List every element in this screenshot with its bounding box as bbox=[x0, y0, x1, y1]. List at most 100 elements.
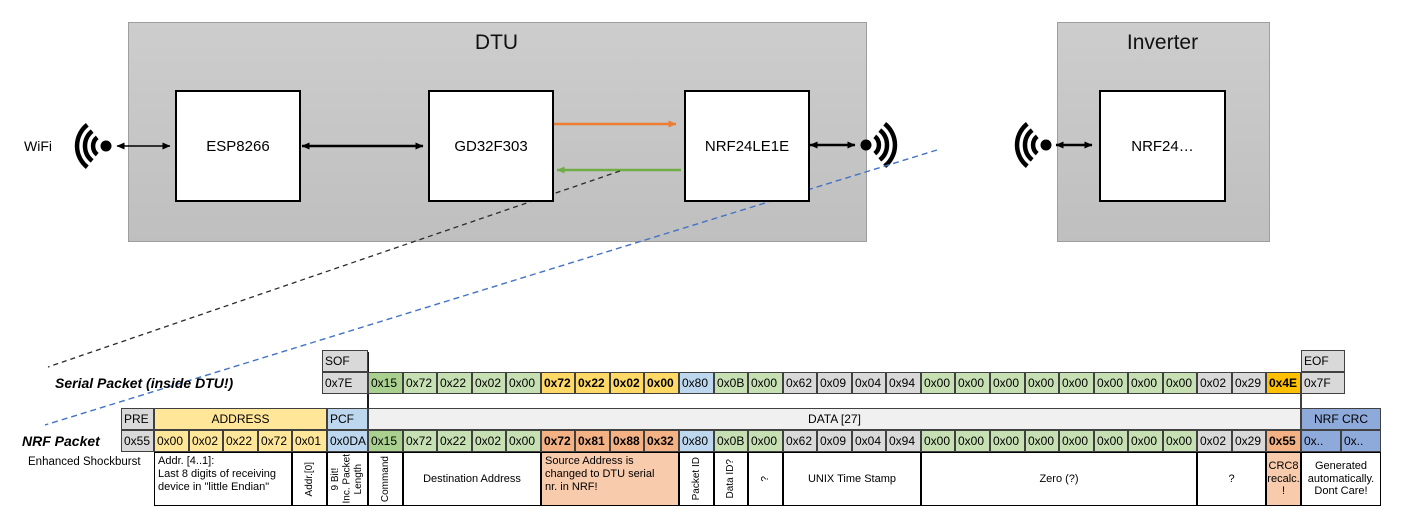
nrf-byte-cell: 0x00 bbox=[506, 430, 541, 452]
antenna-icon-inverter bbox=[1014, 122, 1052, 168]
nrf-byte-cell: 0x32 bbox=[644, 430, 679, 452]
serial-byte-cell: 0x4E bbox=[1266, 372, 1301, 394]
nrf-byte-cell: 0x22 bbox=[437, 430, 472, 452]
nrf-byte-cell: 0x80 bbox=[679, 430, 714, 452]
nrf-pcf-byte: 0x0DA bbox=[327, 430, 368, 452]
nrf-byte-cell: 0x81 bbox=[575, 430, 610, 452]
annotation-cell: ? bbox=[1197, 452, 1266, 506]
annotation-cell: Source Address is changed to DTU serial … bbox=[541, 452, 679, 506]
nrf-address-byte: 0x02 bbox=[189, 430, 223, 452]
serial-byte-cell: 0x22 bbox=[575, 372, 610, 394]
address-header: ADDRESS bbox=[154, 408, 327, 430]
nrf-byte-cell: 0x94 bbox=[886, 430, 921, 452]
serial-byte-cell: 0x00 bbox=[1059, 372, 1094, 394]
pcf-header: PCF bbox=[327, 408, 368, 430]
nrf-byte-cell: 0x72 bbox=[541, 430, 575, 452]
serial-byte-cell: 0x00 bbox=[1025, 372, 1059, 394]
nrf-byte-cell: 0x00 bbox=[955, 430, 990, 452]
annotation-cell: Addr.[0] bbox=[292, 452, 327, 506]
annotation-cell: Zero (?) bbox=[921, 452, 1197, 506]
component-nrf24-inverter: NRF24… bbox=[1099, 90, 1226, 202]
nrf-address-byte: 0x00 bbox=[154, 430, 189, 452]
nrf-byte-cell: 0x88 bbox=[610, 430, 644, 452]
nrf-byte-cell: 0x00 bbox=[1025, 430, 1059, 452]
nrf-byte-cell: 0x02 bbox=[1197, 430, 1232, 452]
serial-packet-label: Serial Packet (inside DTU!) bbox=[55, 375, 234, 391]
annotation-cell: Packet ID bbox=[679, 452, 714, 506]
nrf-byte-cell: 0x29 bbox=[1232, 430, 1266, 452]
serial-byte-cell: 0x00 bbox=[990, 372, 1025, 394]
serial-byte-cell: 0x02 bbox=[472, 372, 506, 394]
component-esp8266: ESP8266 bbox=[175, 90, 301, 202]
serial-byte-cell: 0x04 bbox=[852, 372, 886, 394]
serial-sof-byte: 0x7E bbox=[322, 372, 368, 394]
nrf-byte-cell: 0x72 bbox=[403, 430, 437, 452]
annotation-cell: Data ID? bbox=[714, 452, 748, 506]
annotation-cell: CRC8 recalc. ! bbox=[1266, 452, 1301, 506]
annotation-cell: Generated automatically. Dont Care! bbox=[1301, 452, 1381, 506]
sof-header: SOF bbox=[322, 350, 368, 372]
annotation-cell: Destination Address bbox=[403, 452, 541, 506]
serial-byte-cell: 0x00 bbox=[506, 372, 541, 394]
nrf-byte-cell: 0x00 bbox=[748, 430, 783, 452]
wifi-icon-left bbox=[74, 123, 112, 169]
annotation-cell: UNIX Time Stamp bbox=[783, 452, 921, 506]
serial-byte-cell: 0x00 bbox=[748, 372, 783, 394]
component-gd32f303: GD32F303 bbox=[428, 90, 554, 202]
nrf-byte-cell: 0x0B bbox=[714, 430, 748, 452]
nrf-crc-byte: 0x.. bbox=[1341, 430, 1381, 452]
nrf-byte-cell: 0x04 bbox=[852, 430, 886, 452]
nrf-address-byte: 0x72 bbox=[258, 430, 292, 452]
nrf-byte-cell: 0x00 bbox=[990, 430, 1025, 452]
nrf-byte-cell: 0x55 bbox=[1266, 430, 1301, 452]
eof-header: EOF bbox=[1301, 350, 1345, 372]
nrf-address-byte: 0x01 bbox=[292, 430, 327, 452]
antenna-icon-dtu-right bbox=[860, 122, 898, 168]
serial-byte-cell: 0x00 bbox=[1128, 372, 1163, 394]
serial-byte-cell: 0x94 bbox=[886, 372, 921, 394]
wifi-label: WiFi bbox=[24, 138, 52, 154]
serial-byte-cell: 0x00 bbox=[1163, 372, 1197, 394]
nrf-byte-cell: 0x15 bbox=[368, 430, 403, 452]
nrf-byte-cell: 0x62 bbox=[783, 430, 817, 452]
dtu-title: DTU bbox=[474, 31, 519, 54]
annotation-cell: Command bbox=[368, 452, 403, 506]
serial-byte-cell: 0x09 bbox=[817, 372, 852, 394]
nrf-packet-label: NRF Packet bbox=[22, 433, 100, 449]
serial-byte-cell: 0x22 bbox=[437, 372, 472, 394]
serial-byte-cell: 0x29 bbox=[1232, 372, 1266, 394]
serial-byte-cell: 0x80 bbox=[679, 372, 714, 394]
nrf-crc-header: NRF CRC bbox=[1301, 408, 1381, 430]
nrf-byte-cell: 0x00 bbox=[921, 430, 955, 452]
serial-byte-cell: 0x00 bbox=[955, 372, 990, 394]
annotation-cell: 9 Bit! Inc. Packet Length bbox=[327, 452, 368, 506]
pre-header: PRE bbox=[121, 408, 154, 430]
nrf-byte-cell: 0x00 bbox=[1094, 430, 1128, 452]
nrf-byte-cell: 0x00 bbox=[1163, 430, 1197, 452]
data-header: DATA [27] bbox=[368, 408, 1301, 430]
serial-byte-cell: 0x62 bbox=[783, 372, 817, 394]
serial-byte-cell: 0x0B bbox=[714, 372, 748, 394]
component-nrf24le1e: NRF24LE1E bbox=[684, 90, 810, 202]
annotation-cell: Addr. [4..1]: Last 8 digits of receiving… bbox=[154, 452, 292, 506]
serial-byte-cell: 0x00 bbox=[644, 372, 679, 394]
serial-byte-cell: 0x02 bbox=[610, 372, 644, 394]
serial-eof-byte: 0x7F bbox=[1301, 372, 1345, 394]
dashed-line-black bbox=[47, 170, 621, 368]
serial-byte-cell: 0x72 bbox=[403, 372, 437, 394]
serial-byte-cell: 0x00 bbox=[1094, 372, 1128, 394]
serial-byte-cell: 0x15 bbox=[368, 372, 403, 394]
inverter-title: Inverter bbox=[1126, 31, 1199, 54]
nrf-byte-cell: 0x09 bbox=[817, 430, 852, 452]
nrf-address-byte: 0x22 bbox=[223, 430, 258, 452]
nrf-byte-cell: 0x00 bbox=[1059, 430, 1094, 452]
nrf-byte-cell: 0x02 bbox=[472, 430, 506, 452]
nrf-crc-byte: 0x.. bbox=[1301, 430, 1341, 452]
enhanced-shockburst-label: Enhanced Shockburst bbox=[28, 456, 141, 468]
serial-byte-cell: 0x02 bbox=[1197, 372, 1232, 394]
nrf-pre-byte: 0x55 bbox=[121, 430, 154, 452]
annotation-cell: ? bbox=[748, 452, 783, 506]
nrf-byte-cell: 0x00 bbox=[1128, 430, 1163, 452]
